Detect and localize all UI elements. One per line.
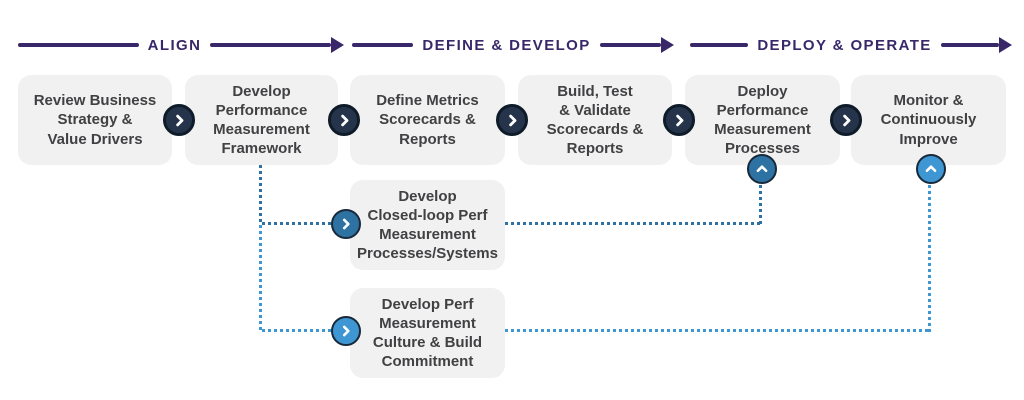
step-connector-2: [328, 104, 360, 136]
substep-label: Develop Perf Measurement Culture & Build…: [372, 295, 483, 371]
phase-line: [690, 43, 749, 47]
dotted-line-up-to-monitor: [928, 185, 931, 332]
phase-arrow-line: [940, 37, 1012, 53]
step-box-deploy-processes: Deploy Performance Measurement Processes: [685, 75, 840, 165]
feedback-connector-deploy: [747, 154, 777, 184]
chevron-right-icon: [342, 325, 350, 337]
step-box-define-metrics: Define Metrics Scorecards & Reports: [350, 75, 505, 165]
phase-arrow-line: [599, 37, 675, 53]
arrowhead-icon: [999, 37, 1012, 53]
phase-arrow-line: [210, 37, 345, 53]
substep-entry-connector-closed-loop: [331, 209, 361, 239]
dotted-line-to-closed-loop: [262, 222, 332, 225]
phase-align: ALIGN: [18, 36, 345, 54]
phase-label: DEPLOY & OPERATE: [757, 36, 932, 54]
substep-label: Develop Closed-loop Perf Measurement Pro…: [357, 187, 498, 263]
phase-label: ALIGN: [147, 36, 202, 54]
phase-deploy-operate: DEPLOY & OPERATE: [690, 36, 1012, 54]
dotted-line-culture-to-monitor: [505, 329, 930, 332]
chevron-up-icon: [925, 165, 937, 173]
substep-entry-connector-culture: [331, 316, 361, 346]
substep-box-closed-loop-processes: Develop Closed-loop Perf Measurement Pro…: [350, 180, 505, 270]
phase-line: [352, 43, 414, 47]
chevron-right-icon: [342, 218, 350, 230]
dotted-line-up-to-deploy: [759, 185, 762, 225]
substep-box-culture-commitment: Develop Perf Measurement Culture & Build…: [350, 288, 505, 378]
step-box-monitor-improve: Monitor & Continuously Improve: [851, 75, 1006, 165]
step-connector-3: [496, 104, 528, 136]
chevron-right-icon: [508, 114, 516, 126]
chevron-up-icon: [756, 165, 768, 173]
phase-label: DEFINE & DEVELOP: [422, 36, 591, 54]
feedback-connector-monitor: [916, 154, 946, 184]
chevron-right-icon: [842, 114, 850, 126]
step-box-develop-framework: Develop Performance Measurement Framewor…: [185, 75, 338, 165]
dotted-line-framework-down: [259, 165, 262, 225]
chevron-right-icon: [675, 114, 683, 126]
arrowhead-icon: [331, 37, 345, 53]
step-connector-1: [163, 104, 195, 136]
step-label: Deploy Performance Measurement Processes: [714, 82, 811, 158]
phase-define-develop: DEFINE & DEVELOP: [352, 36, 675, 54]
arrowhead-icon: [661, 37, 675, 53]
step-label: Develop Performance Measurement Framewor…: [213, 82, 310, 158]
step-box-review-business-strategy: Review Business Strategy & Value Drivers: [18, 75, 172, 165]
chevron-right-icon: [340, 114, 348, 126]
step-label: Build, Test & Validate Scorecards & Repo…: [546, 82, 644, 158]
dotted-line-framework-down-2: [259, 225, 262, 332]
step-box-build-test-validate: Build, Test & Validate Scorecards & Repo…: [518, 75, 672, 165]
phase-line: [18, 43, 139, 47]
step-connector-4: [663, 104, 695, 136]
step-connector-5: [830, 104, 862, 136]
dotted-line-closed-loop-to-deploy: [505, 222, 760, 225]
chevron-right-icon: [175, 114, 183, 126]
step-label: Monitor & Continuously Improve: [880, 92, 977, 148]
dotted-line-to-culture: [262, 329, 332, 332]
step-label: Define Metrics Scorecards & Reports: [376, 92, 479, 148]
step-label: Review Business Strategy & Value Drivers: [33, 92, 157, 148]
